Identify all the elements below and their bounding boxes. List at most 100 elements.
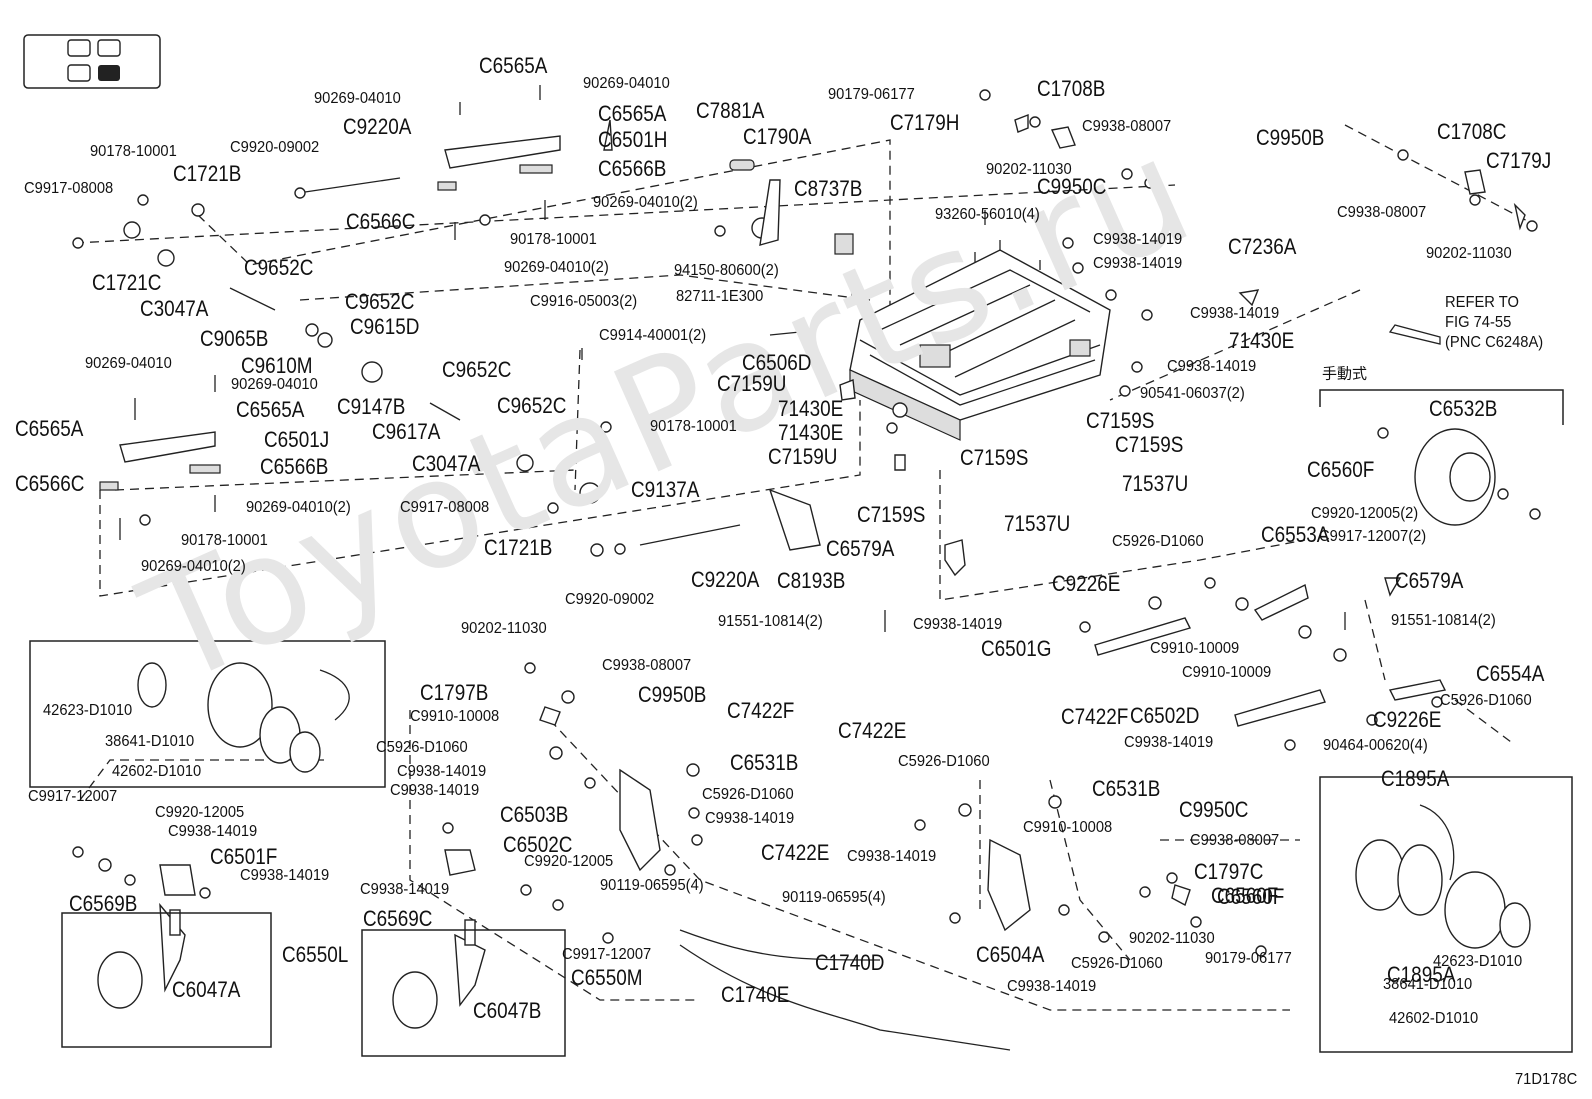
part-label-c7159u: C7159U <box>768 444 838 469</box>
part-label-c9938-14019: C9938-14019 <box>847 848 937 865</box>
part-label-90119-06595-4: 90119-06595(4) <box>782 889 886 906</box>
part-label-90179-06177: 90179-06177 <box>828 86 915 103</box>
part-label-c9917-08008: C9917-08008 <box>24 180 114 197</box>
part-label-90269-04010-2: 90269-04010(2) <box>141 558 246 575</box>
part-label-c9910-10008: C9910-10008 <box>410 708 500 725</box>
part-label-c6501g: C6501G <box>981 636 1052 661</box>
part-label-c6560f: C6560F <box>1307 457 1375 482</box>
part-label-c9950c: C9950C <box>1179 797 1249 822</box>
part-label-c6566b: C6566B <box>260 454 329 479</box>
part-label-c6579a: C6579A <box>826 536 895 561</box>
cables <box>319 669 1455 1051</box>
part-label-c6553a: C6553A <box>1261 522 1330 547</box>
part-label-c7179j: C7179J <box>1486 148 1552 173</box>
part-label-90202-11030: 90202-11030 <box>1129 930 1215 947</box>
part-label-c6554a: C6554A <box>1476 661 1545 686</box>
part-label-c6531b: C6531B <box>730 750 799 775</box>
part-label-91551-10814-2: 91551-10814(2) <box>1391 612 1496 629</box>
part-label-c1708c: C1708C <box>1437 119 1507 144</box>
part-label-c9920-12005: C9920-12005 <box>524 853 614 870</box>
part-label-c6569b: C6569B <box>69 891 138 916</box>
part-label-90202-11030: 90202-11030 <box>461 620 547 637</box>
refer-note-line-1: REFER TO <box>1445 294 1519 311</box>
part-label-c1895a: C1895A <box>1381 766 1450 791</box>
part-label-c5926-d1060: C5926-D1060 <box>376 739 468 756</box>
part-label-c1797c: C1797C <box>1194 859 1264 884</box>
part-label-c9137a: C9137A <box>631 477 700 502</box>
part-label-c9938-14019: C9938-14019 <box>168 823 258 840</box>
fasteners <box>72 89 1541 957</box>
part-label-c9147b: C9147B <box>337 394 406 419</box>
part-label-c9220a: C9220A <box>691 567 760 592</box>
part-label-c6504a: C6504A <box>976 942 1045 967</box>
part-label-c5926-d1060: C5926-D1060 <box>1440 692 1532 709</box>
part-label-c9917-12007: C9917-12007 <box>28 788 118 805</box>
part-label-c9917-12007-2: C9917-12007(2) <box>1319 528 1427 545</box>
part-label-c1790a: C1790A <box>743 124 812 149</box>
part-label-c9938-14019: C9938-14019 <box>705 810 795 827</box>
part-label-c7159s: C7159S <box>857 502 926 527</box>
part-label-82711-1e300: 82711-1E300 <box>676 288 764 305</box>
part-label-42602-d1010: 42602-D1010 <box>1389 1010 1479 1027</box>
part-label-90119-06595-4: 90119-06595(4) <box>600 877 704 894</box>
part-label-c9950b: C9950B <box>638 682 707 707</box>
part-label-c7422f: C7422F <box>1061 704 1129 729</box>
part-label-c6503b: C6503B <box>500 802 569 827</box>
part-label-c9652c: C9652C <box>244 255 314 280</box>
part-label-c9617a: C9617A <box>372 419 441 444</box>
part-label-c9226e: C9226E <box>1052 571 1121 596</box>
brackets <box>159 113 1526 932</box>
part-label-93260-56010-4: 93260-56010(4) <box>935 206 1040 223</box>
part-label-42602-d1010: 42602-D1010 <box>112 763 202 780</box>
part-label-c6579a: C6579A <box>1395 568 1464 593</box>
part-label-c9938-14019: C9938-14019 <box>397 763 487 780</box>
part-label-c5926-d1060: C5926-D1060 <box>898 753 990 770</box>
part-label-c9938-14019: C9938-14019 <box>360 881 450 898</box>
part-label-c9938-14019: C9938-14019 <box>1124 734 1214 751</box>
part-label-c9920-09002: C9920-09002 <box>565 591 655 608</box>
part-label-90202-11030: 90202-11030 <box>986 161 1072 178</box>
part-label-c9938-14019: C9938-14019 <box>1167 358 1257 375</box>
part-label-c9910-10009: C9910-10009 <box>1182 664 1272 681</box>
part-label-71430e: 71430E <box>778 396 844 421</box>
part-label-c9920-12005: C9920-12005 <box>155 804 245 821</box>
part-label-c9938-08007: C9938-08007 <box>1337 204 1427 221</box>
part-label-c9938-14019: C9938-14019 <box>1093 231 1183 248</box>
part-label-c9938-08007: C9938-08007 <box>1082 118 1172 135</box>
part-label-c9938-14019: C9938-14019 <box>240 867 330 884</box>
part-label-90269-04010: 90269-04010 <box>231 376 318 393</box>
part-label-c6047a: C6047A <box>172 977 241 1002</box>
part-label-c1895a: C1895A <box>1387 962 1456 987</box>
refer-note-line-2: FIG 74-55 <box>1445 314 1512 331</box>
part-label-c6565a: C6565A <box>15 416 84 441</box>
part-label-c9652c: C9652C <box>345 289 415 314</box>
part-label-42623-d1010: 42623-D1010 <box>43 702 133 719</box>
part-label-c6531b: C6531B <box>1092 776 1161 801</box>
part-label-c5926-d1060: C5926-D1060 <box>1071 955 1163 972</box>
part-label-c6501h: C6501H <box>598 127 668 152</box>
part-label-c6560f: C6560F <box>1211 883 1279 908</box>
part-label-c9938-14019: C9938-14019 <box>913 616 1003 633</box>
part-label-c1721b: C1721B <box>484 535 553 560</box>
part-label-c7881a: C7881A <box>696 98 765 123</box>
part-label-c6565a: C6565A <box>598 101 667 126</box>
part-label-71537u: 71537U <box>1122 471 1189 496</box>
part-label-c6566c: C6566C <box>346 209 416 234</box>
part-label-c9226e: C9226E <box>1373 707 1442 732</box>
part-label-c6501j: C6501J <box>264 427 330 452</box>
refer-note-line-3: (PNC C6248A) <box>1445 334 1544 351</box>
part-label-c7422f: C7422F <box>727 698 795 723</box>
part-label-c6565a: C6565A <box>479 53 548 78</box>
part-label-c9938-14019: C9938-14019 <box>1093 255 1183 272</box>
group-boxes <box>29 324 1573 1057</box>
part-label-c7159s: C7159S <box>1086 408 1155 433</box>
seat-rails <box>99 135 1326 727</box>
part-label-c1740e: C1740E <box>721 982 790 1007</box>
part-label-90464-00620-4: 90464-00620(4) <box>1323 737 1428 754</box>
part-label-c9938-08007: C9938-08007 <box>602 657 692 674</box>
part-label-c9917-08008: C9917-08008 <box>400 499 490 516</box>
part-label-c9920-09002: C9920-09002 <box>230 139 320 156</box>
part-label-c7159s: C7159S <box>960 445 1029 470</box>
part-label-90179-06177: 90179-06177 <box>1205 950 1292 967</box>
